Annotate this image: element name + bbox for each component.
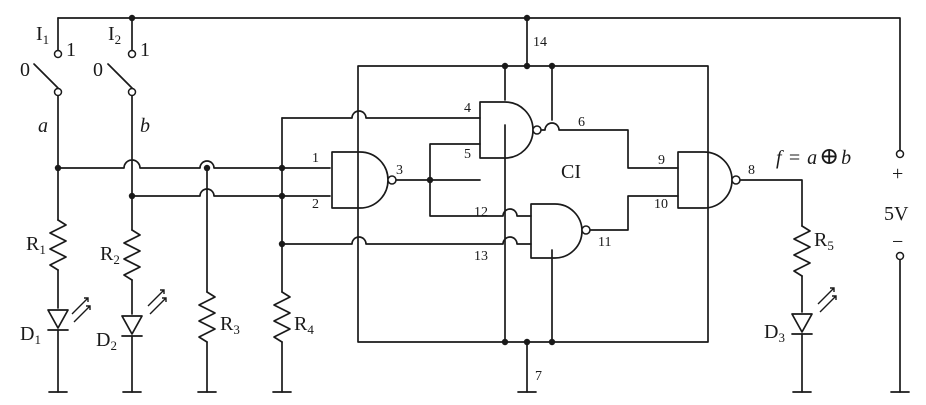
pin-13: 13 — [474, 249, 488, 264]
r5-d3-branch — [791, 225, 837, 393]
nand-gate-4 — [677, 151, 803, 227]
label-plus: + — [892, 163, 903, 185]
label-i1: I1 — [36, 23, 49, 47]
label-r1: R1 — [26, 233, 46, 257]
r1-d1-branch — [47, 219, 91, 393]
pin-4: 4 — [464, 101, 471, 116]
switch-i2-zero: 0 — [93, 59, 103, 81]
nand-gate-1 — [331, 151, 481, 209]
pin-7: 7 — [535, 369, 542, 384]
label-r2: R2 — [100, 243, 120, 267]
r4-branch — [272, 110, 532, 393]
label-ci: CI — [561, 161, 581, 183]
label-a: a — [38, 115, 48, 137]
label-r3: R3 — [220, 313, 240, 337]
label-voltage: 5V — [884, 203, 909, 225]
formula: f=a⊕b — [776, 144, 851, 170]
pin-8: 8 — [748, 163, 755, 178]
pin-11: 11 — [598, 235, 611, 250]
supply-terminal — [890, 149, 910, 393]
label-i2: I2 — [108, 23, 121, 47]
switch-i1 — [33, 49, 63, 97]
label-minus: − — [892, 231, 903, 253]
r3-branch — [197, 164, 217, 393]
switch-i2-one: 1 — [140, 39, 150, 61]
label-b: b — [140, 115, 150, 137]
pin-12: 12 — [474, 205, 488, 220]
ic-package — [357, 62, 709, 393]
pin-2: 2 — [312, 197, 319, 212]
pin-5: 5 — [464, 147, 471, 162]
pin-6: 6 — [578, 115, 585, 130]
label-d3: D3 — [764, 321, 785, 345]
switch-i1-zero: 0 — [20, 59, 30, 81]
label-r4: R4 — [294, 313, 314, 337]
label-d2: D2 — [96, 329, 117, 353]
switch-i1-one: 1 — [66, 39, 76, 61]
pin-3: 3 — [396, 163, 403, 178]
pin-9: 9 — [658, 153, 665, 168]
pin-10: 10 — [654, 197, 668, 212]
input-b-wiring — [128, 95, 331, 231]
label-r5: R5 — [814, 229, 834, 253]
pin-14: 14 — [533, 35, 547, 50]
r2-d2-branch — [121, 229, 167, 393]
switch-i2 — [107, 49, 137, 97]
nand-gate-3 — [429, 179, 679, 259]
pin-1: 1 — [312, 151, 319, 166]
nand-gate-2 — [429, 101, 679, 181]
supply-rail — [57, 14, 901, 151]
input-a-wiring — [54, 95, 331, 221]
label-d1: D1 — [20, 323, 41, 347]
